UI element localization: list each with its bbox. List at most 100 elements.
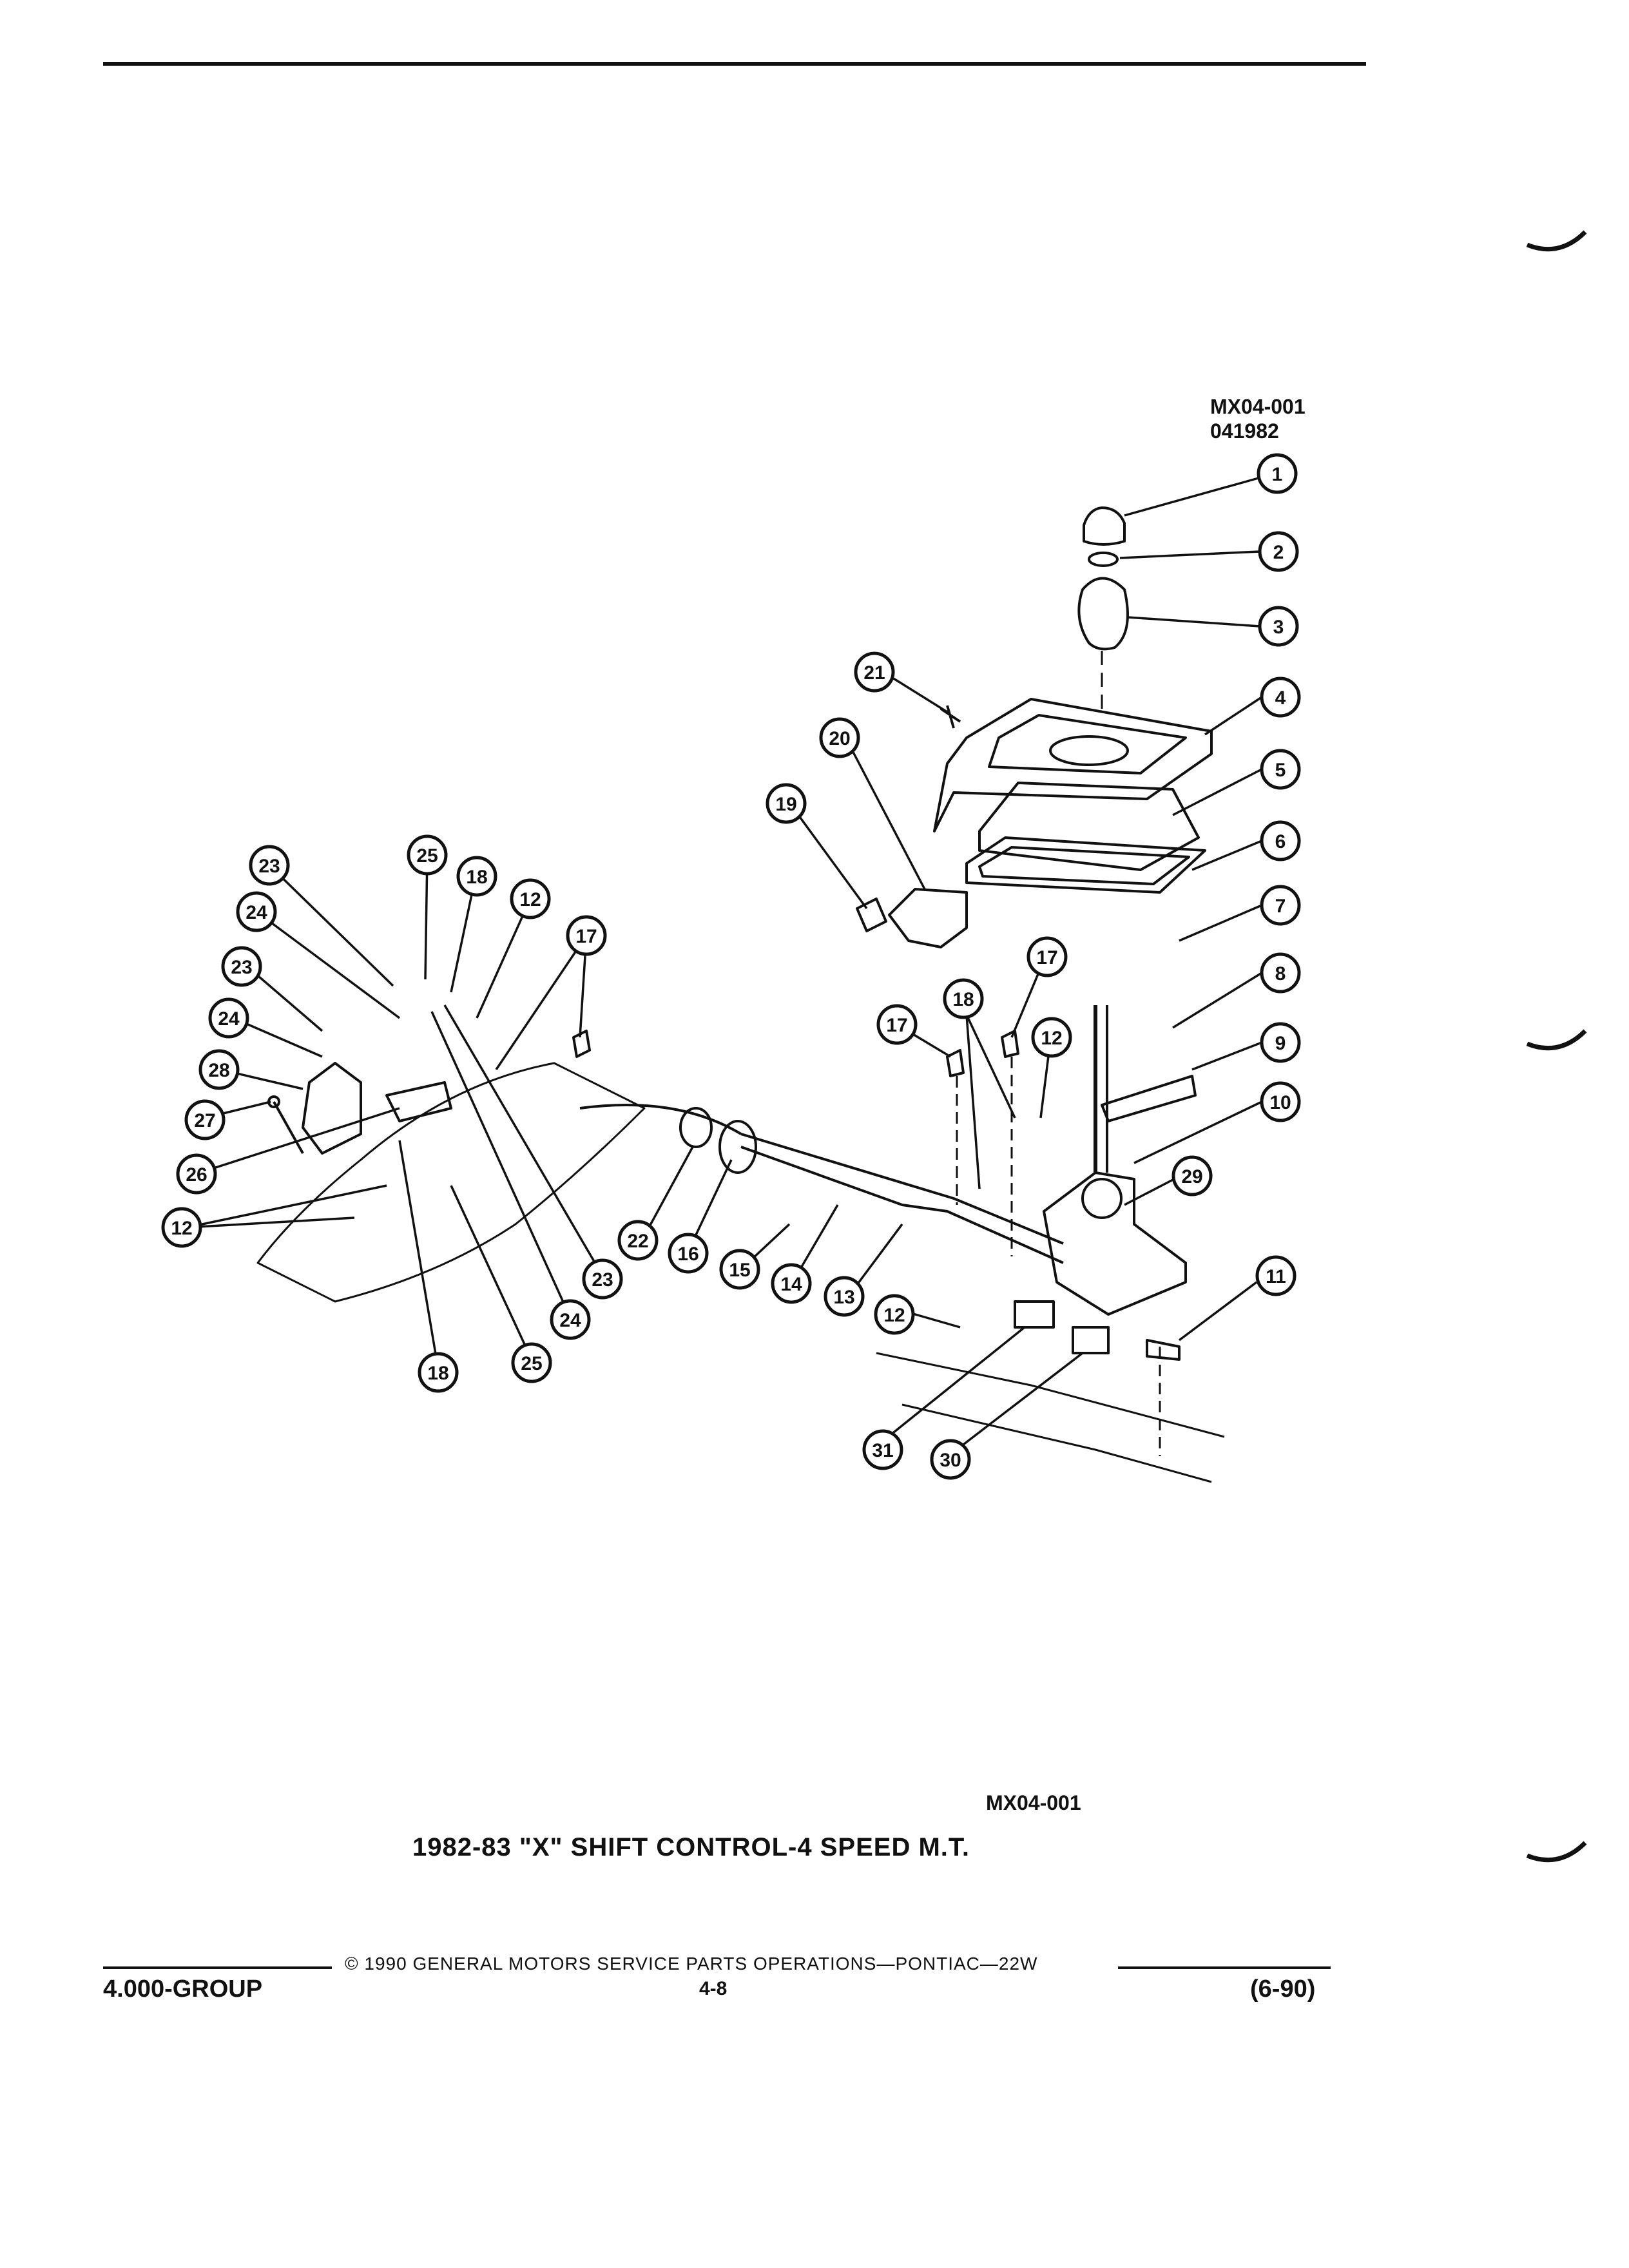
shift-knob [1083,506,1126,546]
callout-circle-23b [582,1258,623,1300]
callout-label: 23 [231,957,252,978]
leader-19 [790,804,868,910]
callout-circle-11 [1255,1255,1296,1296]
leader-6 [1191,840,1262,871]
callout-label: 10 [1269,1092,1291,1113]
leader-23b [443,1004,604,1276]
leader-24t [255,910,401,1019]
callout-label: 21 [863,662,885,684]
leader-26 [199,1107,400,1174]
leader-23t [268,864,394,987]
callout-circle-26 [176,1153,217,1195]
callout-label: 5 [1275,760,1286,781]
callout-label: 24 [218,1008,240,1030]
binding-mark-middle [1526,1029,1587,1051]
callout-label: 19 [775,794,796,815]
console-plate [933,698,1213,832]
copyright-notice: © 1990 GENERAL MOTORS SERVICE PARTS OPER… [345,1954,1038,1974]
leader-31 [883,1326,1026,1441]
retainer-bracket [888,888,968,948]
footer-rule-left [103,1966,332,1969]
callout-circle-20 [819,717,860,758]
console-opening [988,714,1187,774]
leader-12b [908,1311,961,1329]
callout-circle-29 [1171,1155,1213,1196]
boot-seal-inner [978,846,1190,885]
callout-label: 13 [833,1287,854,1308]
callout-bubbles [186,477,1262,1454]
bolt-27-shaft [273,1101,304,1154]
leader-7 [1179,904,1262,942]
shifter-assembly-drawing [256,506,1225,1483]
callout-circle-22 [617,1220,659,1261]
linkage-bracket [302,1062,362,1155]
leader-25t [424,854,429,980]
callout-label: 25 [416,845,438,867]
callout-label: 20 [829,728,850,749]
callout-label: 26 [186,1164,207,1186]
leader-17ta [495,935,588,1070]
leader-3 [1127,616,1260,628]
leader-30 [951,1352,1084,1454]
callout-label: 9 [1275,1033,1286,1054]
callout-label: 6 [1275,831,1286,852]
lower-boot [978,782,1200,871]
callout-label: 15 [729,1260,750,1281]
binding-marks [1526,230,1587,1863]
callout-label: 24 [246,902,267,923]
callout-circle-21 [854,651,895,693]
diagram-date-code: 041982 [1210,419,1279,443]
clip-17-left [572,1030,591,1058]
callout-label: 14 [780,1274,802,1295]
bracket-11 [1146,1339,1181,1361]
boot-seal [965,836,1206,894]
clip-17-right [1001,1030,1019,1058]
callout-circle-5 [1260,749,1301,790]
callout-label: 7 [1275,896,1286,917]
callout-circle-6 [1260,820,1301,861]
leader-12t [476,898,532,1019]
leader-21 [892,677,948,713]
callout-label: 25 [521,1353,542,1374]
leader-12lb [186,1184,387,1229]
top-rule [103,62,1366,66]
callout-circle-24t [236,891,277,932]
callout-label: 3 [1273,617,1284,638]
callout-circle-23m [221,946,262,987]
leader-1 [1124,477,1259,517]
transmission-case [256,1062,646,1303]
shift-rod-13 [740,1146,1064,1264]
revision-date: (6-90) [1250,1975,1316,2003]
leader-24b [430,1011,572,1318]
callout-circle-31 [862,1429,903,1470]
callout-label: 12 [883,1305,905,1326]
binding-mark-bottom [1526,1841,1587,1863]
callout-circle-1 [1257,453,1298,494]
callout-circle-17m [876,1004,918,1045]
callout-circle-10 [1260,1081,1301,1122]
callout-label: 27 [194,1110,215,1131]
callout-label: 12 [171,1218,192,1239]
callout-circle-25b [511,1342,552,1383]
floor-pan [876,1352,1225,1483]
callout-circle-12t [510,878,551,919]
callout-label: 16 [677,1244,699,1265]
callout-circles [161,453,1301,1480]
callout-label: 8 [1275,963,1286,985]
selector-rod [579,1104,742,1135]
callout-label: 12 [519,889,541,910]
callout-circle-25t [407,834,448,876]
callout-label: 4 [1275,687,1286,709]
callout-label: 31 [872,1440,893,1461]
retainer-nut [1088,552,1119,567]
leader-18b [965,1014,1016,1119]
callout-label: 12 [1041,1028,1062,1049]
leader-18a [965,1014,981,1189]
diagram-code-header: MX04-001 041982 [1210,394,1306,443]
binding-mark-top [1526,230,1587,252]
leader-10 [1133,1100,1262,1164]
leader-11 [1178,1281,1258,1341]
callout-circle-12l [161,1207,202,1248]
leader-29 [1124,1178,1175,1206]
